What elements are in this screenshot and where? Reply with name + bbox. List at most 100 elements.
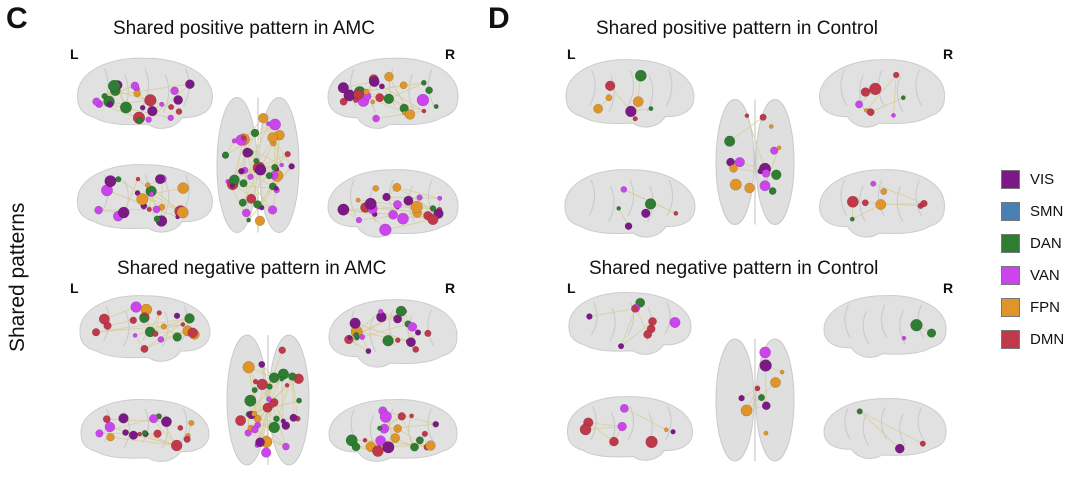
brain-ctl-pos-right-medial-edge [880, 203, 924, 205]
brain-amc-neg-left-medial-node [141, 429, 148, 436]
brain-amc-pos-right-medial-node [388, 209, 398, 220]
brain-ctl-neg-left-lateral-node [643, 329, 653, 339]
brain-ctl-pos-dorsal-node [776, 145, 782, 151]
brain-amc-pos-dorsal-node [254, 215, 266, 226]
legend-swatch-van [1001, 265, 1020, 285]
brain-ctl-pos-left-lateral-node [625, 105, 637, 118]
brain-amc-neg-right-medial-edge [401, 416, 415, 448]
brain-amc-neg-dorsal-node [284, 383, 290, 388]
brain-amc-neg-left-medial-node [177, 424, 184, 431]
brain-amc-neg-left-lateral-edge [104, 306, 137, 320]
brain-amc-pos-dorsal-node [241, 208, 251, 218]
brain-ctl-pos-dorsal-right [755, 99, 795, 225]
brain-amc-pos-dorsal-node [279, 162, 284, 168]
brain-amc-neg-dorsal-node [278, 346, 286, 354]
brain-amc-pos-right-lateral-node [375, 93, 385, 103]
brain-amc-pos-left-lateral-node [92, 97, 101, 106]
brain-ctl-pos-dorsal-node [734, 157, 745, 168]
brain-amc-pos-dorsal-node [250, 128, 260, 138]
brain-ctl-pos-dorsal-node [744, 113, 750, 119]
brain-amc-pos-dorsal-node [253, 157, 260, 164]
brain-ctl-pos-dorsal-node [770, 146, 779, 155]
brain-amc-pos-dorsal-node [267, 205, 278, 215]
brain-ctl-neg-left-lateral-edge [620, 308, 637, 347]
left-hemisphere-label: L [567, 280, 576, 296]
brain-amc-pos-right-medial-node [364, 197, 377, 210]
legend-swatch-dan [1001, 233, 1020, 253]
brain-amc-neg-left-lateral-node [160, 323, 167, 330]
brain-amc-neg-right-lateral-node [378, 308, 384, 315]
brain-amc-pos-dorsal-node [247, 173, 254, 181]
brain-amc-pos-right-lateral-node [379, 83, 385, 90]
brain-amc-neg-right-lateral-node [412, 345, 420, 353]
right-hemisphere-label: R [943, 46, 954, 62]
brain-amc-pos-right-lateral-node [416, 93, 430, 107]
brain-amc-neg-left-lateral-node [129, 316, 137, 325]
brain-ctl-neg-dorsal-node [763, 430, 769, 436]
brain-amc-pos-right-lateral-node [363, 88, 370, 95]
brain-amc-neg-dorsal-edge [257, 418, 287, 447]
brain-amc-pos-dorsal-node [253, 200, 262, 209]
brain-amc-neg-left-medial-node [95, 429, 104, 438]
brain-ctl-pos-left-lateral-node [634, 69, 647, 82]
brain-ctl-pos-right-medial-node [920, 199, 928, 208]
brain-amc-pos-right-lateral-edge [366, 91, 425, 112]
brain-amc-pos-dorsal-node [254, 164, 267, 176]
brain-amc-pos-left-lateral-node [139, 104, 146, 111]
brain-amc-pos-left-medial-node [155, 174, 166, 185]
brain-ctl-pos-left-medial-node [620, 186, 628, 193]
brain-amc-pos-left-medial-edge [161, 178, 163, 222]
brain-amc-neg-left-lateral-node [157, 336, 165, 343]
brain-amc-pos-left-medial-node [152, 205, 161, 214]
brain-ctl-neg-left-medial-node [670, 429, 676, 435]
brain-amc-neg-left-medial-node [102, 415, 111, 424]
legend-label-smn: SMN [1030, 202, 1064, 220]
brain-amc-pos-right-medial-node [382, 192, 391, 202]
brain-ctl-pos-dorsal-node [744, 182, 755, 194]
brain-amc-neg-right-medial-node [421, 430, 428, 437]
brain-amc-pos-left-medial-node [117, 206, 130, 219]
brain-amc-pos-left-medial-node [176, 206, 189, 219]
brain-ctl-pos-left-lateral-edge [609, 85, 632, 112]
brain-ctl-pos-right-lateral-node [860, 87, 871, 97]
brain-amc-neg-dorsal-node [288, 372, 297, 381]
brain-amc-neg-right-lateral-edge [400, 311, 412, 343]
brain-ctl-pos-left-medial-node [673, 210, 679, 216]
brain-amc-neg-right-medial-edge [382, 410, 436, 425]
brain-amc-neg-left-medial-node [137, 431, 143, 437]
legend-item-van: VAN [1001, 259, 1064, 291]
brain-amc-neg-right-medial-node [393, 424, 403, 434]
brain-amc-pos-dorsal-edge [225, 124, 276, 156]
brain-ctl-neg-dorsal-node [759, 346, 771, 359]
brain-amc-neg-dorsal-node [266, 383, 273, 390]
brain-amc-neg-left-medial-node [122, 429, 129, 436]
brain-amc-neg-dorsal-node [258, 360, 266, 368]
brain-ctl-pos-left-lateral-node [605, 94, 613, 102]
brain-amc-pos-right-medial-node [379, 223, 392, 236]
brain-ctl-neg-right-medial-edge [859, 411, 901, 449]
brain-amc-neg-dorsal-node [296, 397, 302, 404]
brain-amc-pos-dorsal-node [269, 118, 281, 131]
brain-amc-neg-left-lateral-node [91, 328, 101, 337]
brain-amc-neg-right-lateral-node [347, 335, 353, 341]
brain-ctl-pos-dorsal-edge [764, 147, 780, 186]
brain-amc-pos-right-medial-node [372, 185, 380, 192]
brain-amc-neg-left-lateral-edge [144, 330, 188, 350]
brain-amc-neg-right-lateral [328, 299, 458, 368]
brain-ctl-neg-dorsal-node [738, 394, 745, 402]
brain-amc-neg-left-medial-edge [110, 436, 177, 446]
brain-ctl-neg-left-medial-edge [588, 422, 615, 442]
brain-ctl-pos-left-lateral-node [593, 103, 604, 114]
brain-amc-neg-left-medial-node [153, 429, 162, 438]
brain-amc-neg-dorsal-node [250, 425, 259, 434]
brain-amc-neg-dorsal-node [235, 415, 247, 427]
brain-ctl-pos-left-lateral-node [605, 80, 616, 91]
brain-amc-neg-dorsal-node [251, 410, 258, 417]
brain-amc-pos-right-medial-edge [343, 206, 417, 211]
brain-amc-neg-left-medial-edge [145, 433, 177, 446]
brain-amc-pos-dorsal-node [265, 172, 273, 180]
brain-amc-neg-dorsal-node [244, 394, 257, 407]
right-hemisphere-label: R [445, 280, 456, 296]
brain-amc-pos-dorsal-node [238, 198, 247, 207]
brain-ctl-neg-left-lateral-node [617, 343, 625, 350]
